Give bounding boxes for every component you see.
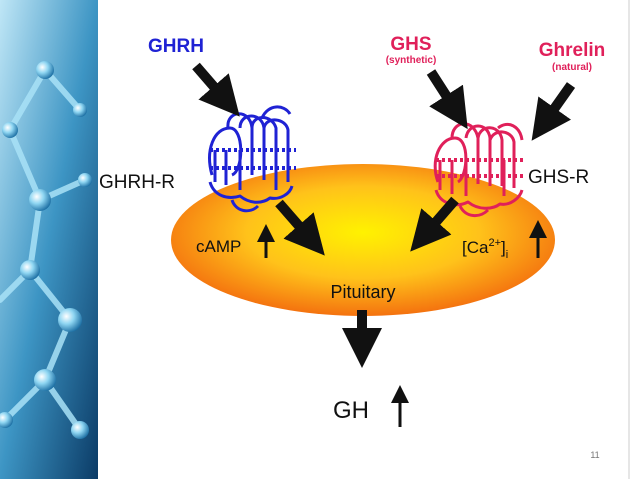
ghrelin-label: Ghrelin <box>539 40 606 61</box>
gpcr-receptor-icon <box>433 122 524 217</box>
camp-to-pituitary-arrow <box>275 199 325 256</box>
ghs-r-label: GHS-R <box>528 167 589 188</box>
ghs-label: GHS <box>390 34 431 55</box>
calcium-to-pituitary-arrow <box>410 196 459 252</box>
page-number: 11 <box>590 450 600 460</box>
calcium-base: [Ca <box>462 238 489 257</box>
pituitary-ellipse <box>171 164 555 316</box>
ghrelin-arrow <box>531 82 576 141</box>
pituitary-label: Pituitary <box>330 282 395 302</box>
slide-border <box>628 0 630 479</box>
calcium-label: [Ca2+]i <box>462 237 508 261</box>
ghs-note-label: (synthetic) <box>386 55 437 66</box>
ghrh-label: GHRH <box>148 36 204 57</box>
calcium-superscript: 2+ <box>488 237 501 249</box>
ghrh-r-label: GHRH-R <box>99 172 175 193</box>
ghs-arrow <box>426 69 468 130</box>
pathway-arrows <box>192 62 576 368</box>
gpcr-receptor-icon <box>208 105 296 213</box>
calcium-subscript: i <box>506 249 508 261</box>
molecule-network-icon <box>0 0 98 479</box>
gh-label: GH <box>333 397 369 424</box>
camp-label: cAMP <box>196 237 241 256</box>
ghrelin-note-label: (natural) <box>552 62 592 73</box>
ghrh-arrow <box>192 62 240 117</box>
calcium-close: ] <box>501 238 506 257</box>
